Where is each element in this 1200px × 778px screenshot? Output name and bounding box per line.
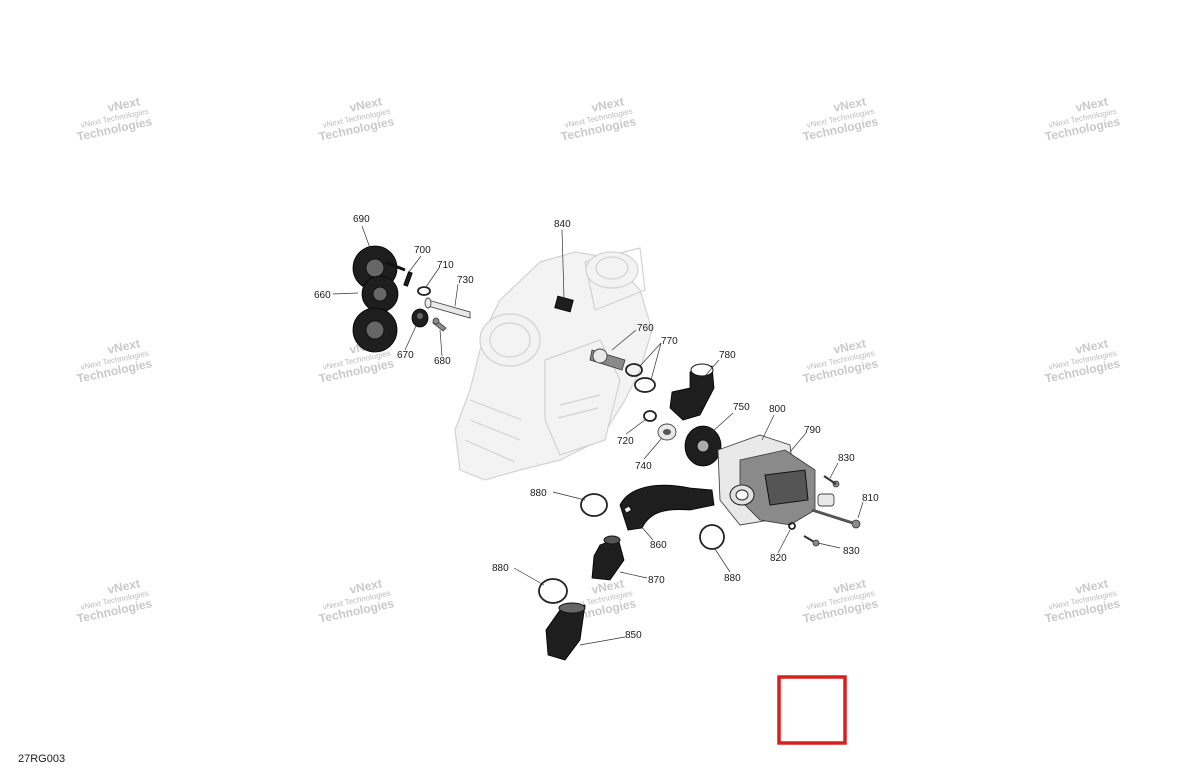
elbow-780 <box>669 363 715 421</box>
watermark-brand: vNext <box>106 576 141 596</box>
callout-labels: 690 660 700 710 730 670 680 840 760 770 … <box>314 214 879 641</box>
callout-730: 730 <box>457 275 474 286</box>
callout-740: 740 <box>635 461 652 472</box>
watermark-brand: vNext <box>832 336 867 356</box>
callout-810: 810 <box>862 493 879 504</box>
callout-860: 860 <box>650 540 667 551</box>
callout-750: 750 <box>733 402 750 413</box>
highlight-box[interactable] <box>777 675 847 745</box>
watermark-brand: vNext <box>348 94 383 114</box>
callout-880-right: 880 <box>724 573 741 584</box>
callout-770: 770 <box>661 336 678 347</box>
callout-670: 670 <box>397 350 414 361</box>
engine-cover-ghost <box>454 247 653 481</box>
callout-830-bottom: 830 <box>843 546 860 557</box>
watermark-brand: vNext <box>106 94 141 114</box>
callout-710: 710 <box>437 260 454 271</box>
callout-660: 660 <box>314 290 331 301</box>
seal-720-740 <box>643 410 677 441</box>
gear-stack-660-690 <box>352 245 406 353</box>
leader-lines <box>332 225 864 646</box>
watermark-brand: vNext <box>106 336 141 356</box>
callout-720: 720 <box>617 436 634 447</box>
watermark-brand: vNext <box>1074 336 1109 356</box>
pump-housing-790 <box>717 434 835 526</box>
clamps-880 <box>538 493 725 604</box>
part-840 <box>554 295 574 313</box>
watermark-brand: vNext <box>832 94 867 114</box>
hose-850 <box>545 602 586 661</box>
callout-830-top: 830 <box>838 453 855 464</box>
callout-870: 870 <box>648 575 665 586</box>
callout-700: 700 <box>414 245 431 256</box>
figure-code: 27RG003 <box>18 753 65 765</box>
small-parts-700-730 <box>403 271 471 332</box>
watermark-brand: vNext <box>348 576 383 596</box>
watermark-brand: vNext <box>1074 576 1109 596</box>
bolts-810-830 <box>788 475 861 547</box>
callout-780: 780 <box>719 350 736 361</box>
callout-880-top: 880 <box>530 488 547 499</box>
hose-860 <box>619 484 715 531</box>
watermark-brand: vNext <box>832 576 867 596</box>
callout-880-left: 880 <box>492 563 509 574</box>
callout-840: 840 <box>554 219 571 230</box>
impeller-750 <box>684 425 722 467</box>
callout-820: 820 <box>770 553 787 564</box>
callout-690: 690 <box>353 214 370 225</box>
callout-800: 800 <box>769 404 786 415</box>
callout-760: 760 <box>637 323 654 334</box>
callout-680: 680 <box>434 356 451 367</box>
pump-shaft-760 <box>589 348 656 393</box>
fitting-870 <box>591 535 625 581</box>
watermark-brand: vNext <box>590 94 625 114</box>
watermark-brand: vNext <box>1074 94 1109 114</box>
callout-790: 790 <box>804 425 821 436</box>
callout-850: 850 <box>625 630 642 641</box>
watermark-brand: vNext <box>590 576 625 596</box>
